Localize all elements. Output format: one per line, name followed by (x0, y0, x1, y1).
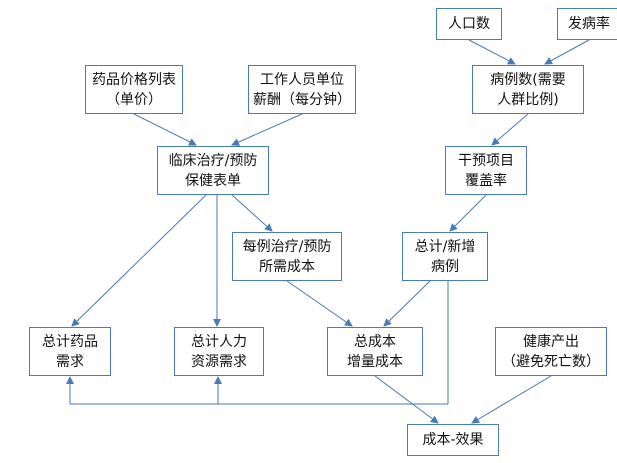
arrow-protocol-to-drug-demand (71, 194, 207, 327)
arrow-price-list-to-protocol (133, 113, 197, 146)
arrow-total-cost-to-cea (374, 375, 439, 424)
arrow-staff-pay-to-protocol (231, 113, 303, 146)
node-coverage: 干预项目 覆盖率 (445, 146, 527, 195)
arrow-population-to-cases (468, 39, 516, 65)
node-hr-demand: 总计人力 资源需求 (174, 327, 264, 376)
arrow-protocol-to-unit-cost (231, 194, 273, 232)
node-staff-pay: 工作人员单位 薪酬（每分钟） (248, 65, 356, 114)
node-price-list: 药品价格列表 （单价） (85, 65, 183, 114)
node-cost-effectiveness: 成本-效果 (407, 424, 499, 456)
arrow-coverage-to-new-cases (449, 194, 487, 232)
node-incidence: 发病率 (557, 8, 617, 40)
arrow-health-out-to-cea (471, 375, 552, 424)
arrow-cases-to-coverage (491, 113, 529, 146)
node-protocol: 临床治疗/预防 保健表单 (157, 146, 269, 195)
arrow-new-cases-to-total-cost (383, 280, 431, 327)
node-unit-cost: 每例治疗/预防 所需成本 (232, 232, 342, 281)
node-cases: 病例数(需要 人群比例) (472, 65, 584, 114)
node-population: 人口数 (436, 8, 502, 40)
node-total-cost: 总成本 增量成本 (327, 327, 423, 376)
node-health-out: 健康产出 （避免死亡数） (495, 327, 607, 376)
arrow-incidence-to-cases (544, 39, 590, 65)
arrow-unit-cost-to-total-cost (286, 280, 353, 327)
node-drug-demand: 总计药品 需求 (29, 327, 111, 376)
node-new-cases: 总计/新增 病例 (402, 232, 488, 281)
